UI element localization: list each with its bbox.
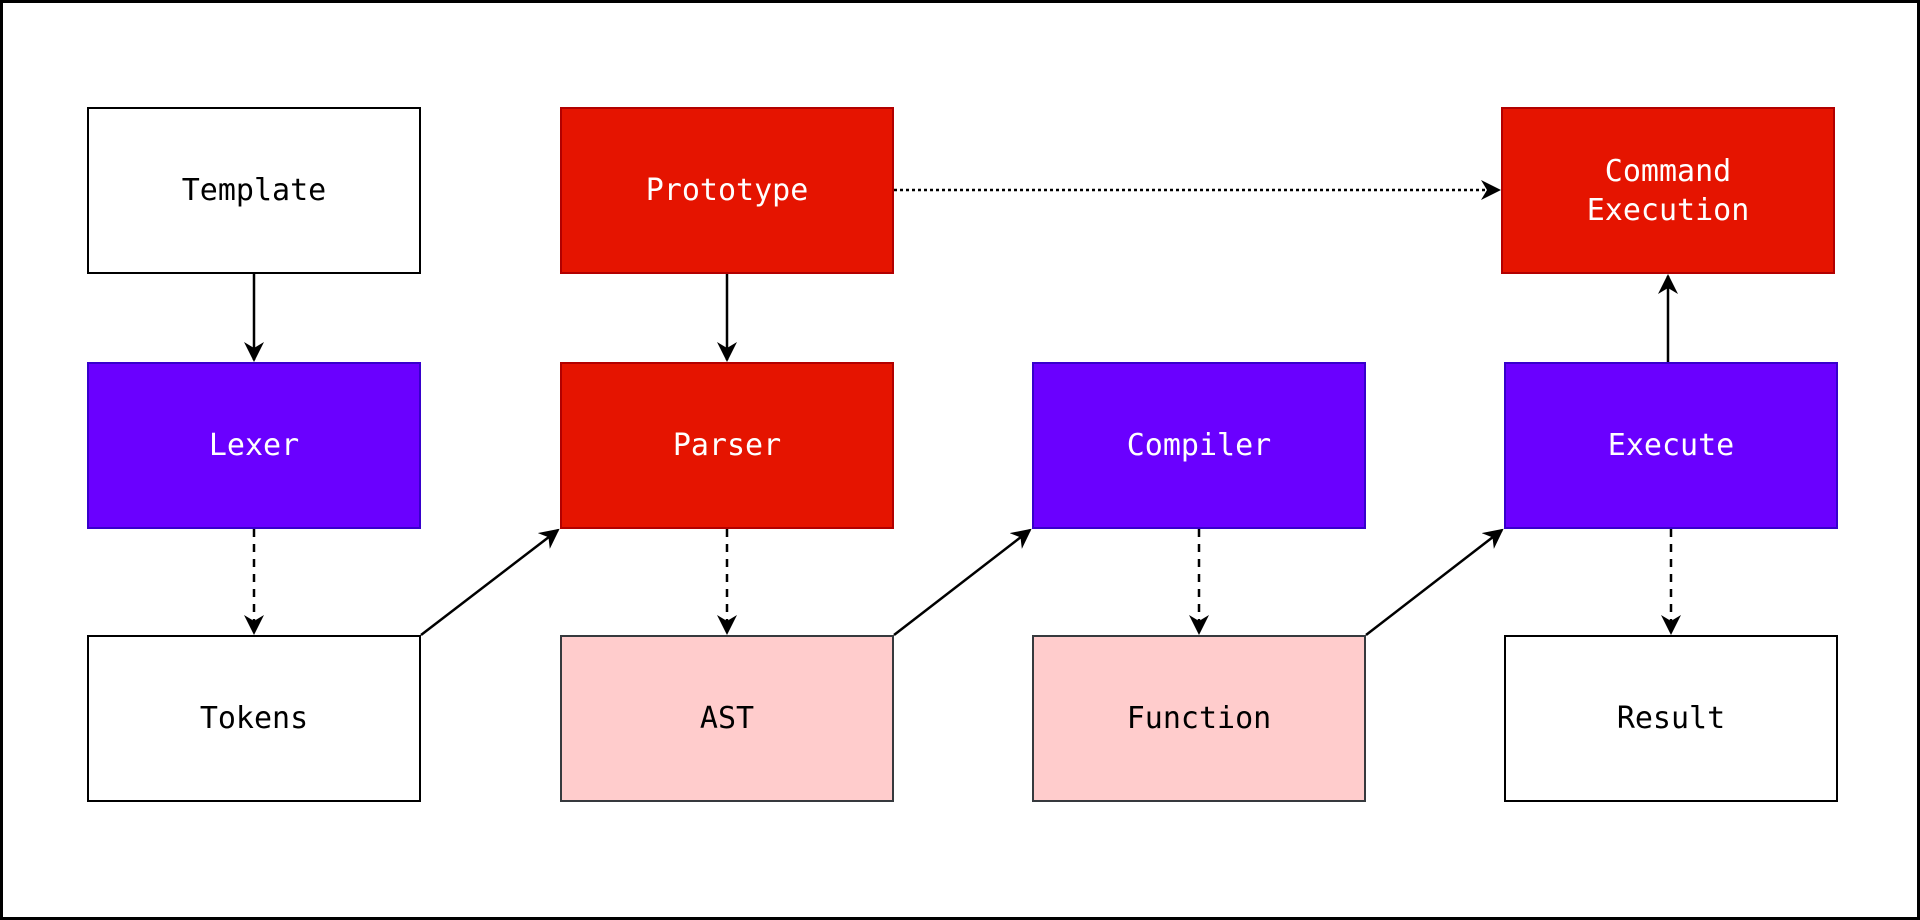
edge-tokens-to-parser [420, 528, 560, 636]
command-execution-node: Command Execution [1501, 107, 1835, 274]
edge-function-to-execute [1365, 528, 1504, 636]
result-node: Result [1504, 635, 1838, 802]
template-node: Template [87, 107, 421, 274]
tokens-node: Tokens [87, 635, 421, 802]
compiler-node: Compiler [1032, 362, 1366, 529]
ast-node: AST [560, 635, 894, 802]
edge-ast-to-compiler [893, 528, 1032, 636]
execute-node: Execute [1504, 362, 1838, 529]
prototype-node: Prototype [560, 107, 894, 274]
parser-node: Parser [560, 362, 894, 529]
lexer-node: Lexer [87, 362, 421, 529]
function-node: Function [1032, 635, 1366, 802]
